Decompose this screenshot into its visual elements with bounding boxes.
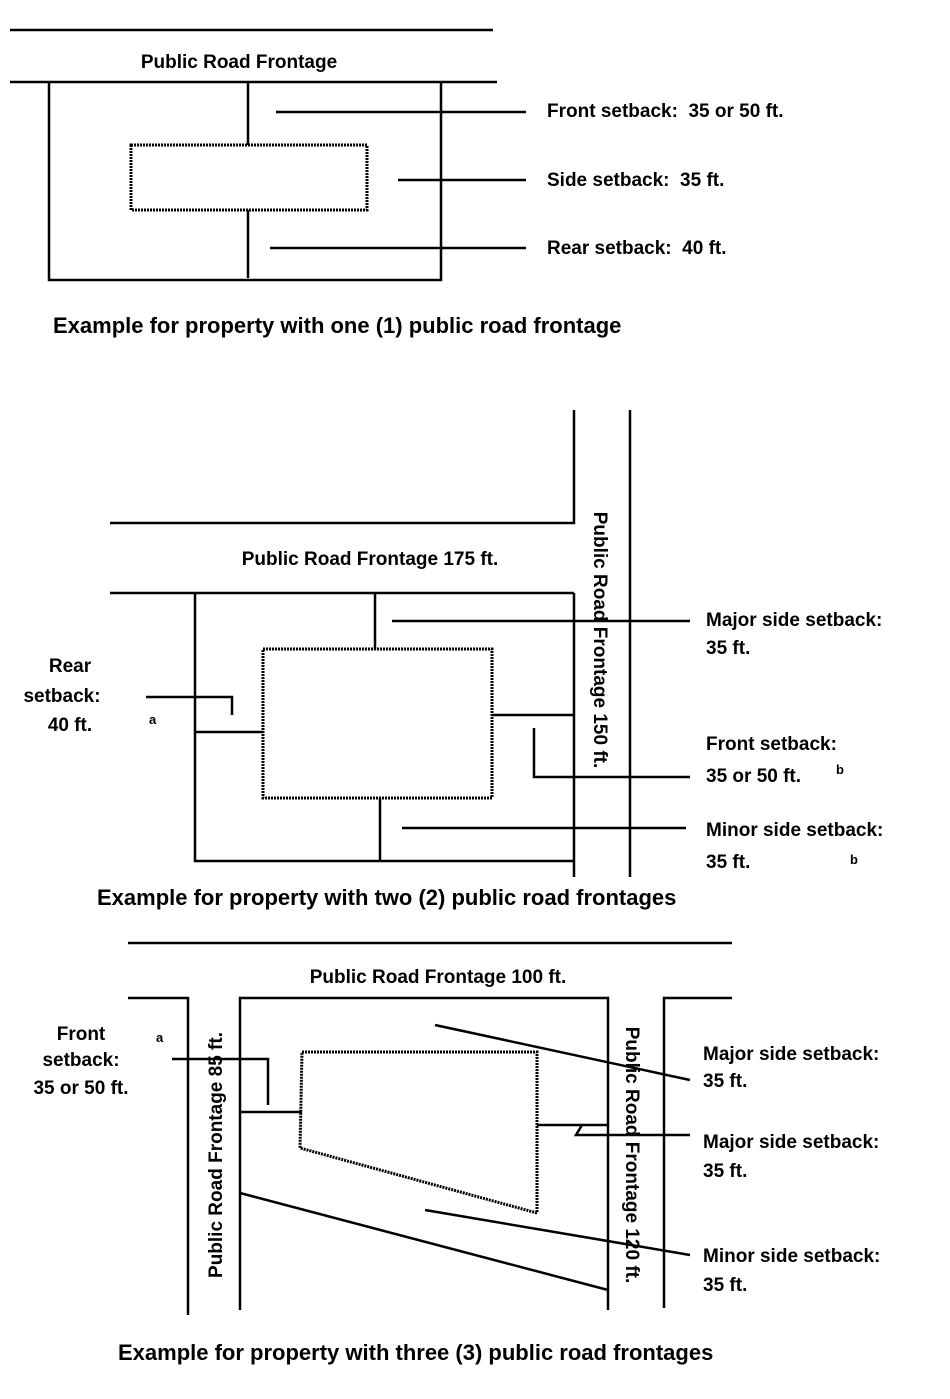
major-label: Major side setback: [706, 610, 882, 631]
minor-label: 35 ft. [706, 852, 750, 873]
lot-boundary [193, 593, 574, 863]
major-leader [434, 1023, 691, 1082]
front-setback-label: Front setback: 35 or 50 ft. [547, 101, 784, 122]
road-right-label: Public Road Frontage 120 ft. [621, 1027, 642, 1284]
road-edge-line [110, 410, 576, 525]
road-top-label: Public Road Frontage 100 ft. [310, 967, 567, 988]
building-footprint [298, 1050, 539, 1215]
rear-label: Rear [49, 656, 92, 677]
major-label: 35 ft. [703, 1161, 747, 1182]
caption: Example for property with three (3) publ… [118, 1340, 713, 1365]
diagram-two-frontages: Public Road Frontage 175 ft. Public Road… [23, 410, 883, 910]
rear-leader [146, 695, 234, 715]
footnote-b: b [850, 852, 858, 867]
caption: Example for property with one (1) public… [53, 313, 621, 338]
rear-setback-label: Rear setback: 40 ft. [547, 238, 727, 259]
footnote-a: a [149, 712, 157, 727]
road-edge-line [662, 996, 732, 1308]
caption: Example for property with two (2) public… [97, 885, 676, 910]
major-label: 35 ft. [703, 1071, 747, 1092]
lot-boundary [238, 996, 610, 1310]
footnote-a: a [156, 1030, 164, 1045]
lot-bottom [239, 1191, 609, 1292]
front-label: 35 or 50 ft. [33, 1078, 128, 1099]
front-leader [172, 1057, 270, 1105]
major-label: Major side setback: [703, 1044, 879, 1065]
minor-label: 35 ft. [703, 1275, 747, 1296]
major-leader [573, 1124, 690, 1137]
diagram-three-frontages: Public Road Frontage 100 ft. Public Road… [33, 941, 880, 1365]
major-label: Major side setback: [703, 1132, 879, 1153]
road-label: Public Road Frontage [141, 52, 337, 73]
front-leader [532, 728, 690, 779]
road-edge-line [128, 996, 190, 1315]
footnote-b: b [836, 762, 844, 777]
minor-label: Minor side setback: [706, 820, 883, 841]
minor-leader [424, 1208, 691, 1257]
side-setback-label: Side setback: 35 ft. [547, 170, 724, 191]
rear-label: 40 ft. [48, 715, 92, 736]
front-label: 35 or 50 ft. [706, 766, 801, 787]
rear-label: setback: [23, 686, 100, 707]
front-label: setback: [42, 1050, 119, 1071]
front-label: Front setback: [706, 734, 837, 755]
minor-label: Minor side setback: [703, 1246, 880, 1267]
diagram-one-frontage: Public Road Frontage Front setback: 35 o… [10, 28, 784, 338]
building-footprint [261, 647, 494, 800]
road-left-label: Public Road Frontage 85 ft. [206, 1032, 227, 1278]
road-top-label: Public Road Frontage 175 ft. [242, 549, 499, 570]
major-label: 35 ft. [706, 638, 750, 659]
road-right-label: Public Road Frontage 150 ft. [589, 512, 610, 769]
front-label: Front [57, 1024, 106, 1045]
building-footprint [129, 143, 369, 212]
